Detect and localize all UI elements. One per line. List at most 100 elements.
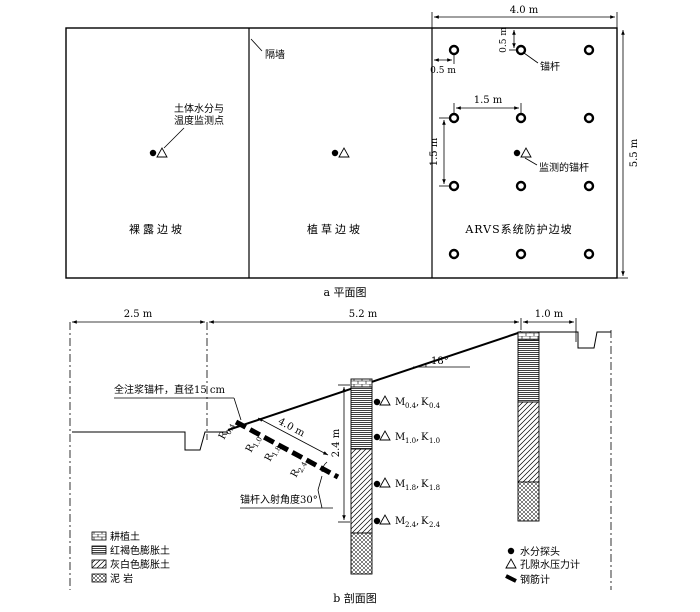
monitor-leader [163, 127, 185, 149]
probe-dot-bare [149, 149, 157, 157]
probe-dot [373, 517, 381, 525]
legend-grey-white: 灰白色膨胀土 [110, 558, 170, 571]
slope-angle-label: 18° [431, 356, 449, 367]
pressure-triangle-bare [156, 147, 168, 158]
angle-arc [425, 362, 427, 368]
layer-red-brown [350, 386, 373, 450]
plan-view: 隔墙 土体水分与 温度监测点 裸露边坡 植草边坡 ARVS系统防护边坡 [65, 5, 640, 299]
anchor [583, 248, 595, 260]
probe-dot-grass [331, 149, 339, 157]
anchor [583, 112, 595, 124]
zone-arvs-label: ARVS系统防护边坡 [464, 222, 572, 236]
legend-probe: 水分探头 [520, 545, 560, 558]
section-caption: b 剖面图 [333, 591, 377, 605]
anchor [448, 180, 460, 192]
probe-dot [373, 433, 381, 441]
dim-left-label: 2.5 m [124, 309, 153, 320]
borehole-middle [350, 378, 373, 575]
anchor-label: 锚杆 [540, 61, 560, 73]
layer-grey-white [517, 401, 540, 483]
anchor [515, 112, 527, 124]
sensor-k: K [421, 397, 429, 408]
soil-legend: 耕植土 红褐色膨胀土 灰白色膨胀土 泥 岩 [91, 530, 170, 585]
sensor-msub: 0.4 [405, 402, 417, 410]
layer-mudstone [350, 532, 373, 575]
sensor-k: K [421, 516, 429, 527]
sensor-ksub: 1.0 [429, 437, 440, 445]
anchor [515, 248, 527, 260]
legend-swatch-mudstone [91, 573, 107, 583]
zone-bare-label: 裸露边坡 [129, 222, 185, 236]
monitored-anchor-leader [524, 157, 538, 166]
anchor [583, 180, 595, 192]
dim-right-label: 1.0 m [535, 309, 564, 320]
sensor-ksub: 2.4 [429, 521, 441, 529]
sensor-msub: 1.8 [405, 484, 416, 492]
dim-edge-left-label: 0.5 m [430, 66, 456, 76]
anchor-note-leader [233, 397, 242, 421]
legend-mudstone: 泥 岩 [110, 572, 133, 585]
pressure-triangle [379, 477, 391, 488]
layer-red-brown [517, 339, 540, 403]
sensor-m: M [395, 432, 405, 443]
pressure-triangle-grass [338, 147, 350, 158]
sensor-m: M [395, 479, 405, 490]
zone-grass-label: 植草边坡 [307, 222, 363, 236]
sensor-comma: , [416, 479, 419, 490]
pressure-triangle-arvs [520, 147, 532, 158]
gauge-label-0: R 0.4 [217, 422, 237, 441]
legend-topsoil: 耕植土 [110, 530, 140, 543]
layer-mudstone [517, 481, 540, 522]
partition-leader [250, 38, 263, 52]
monitored-anchor-label: 监测的锚杆 [539, 161, 589, 174]
legend-probe-icon [507, 547, 515, 555]
anchor-leader [523, 52, 539, 64]
incidence-arc [321, 461, 328, 473]
legend-swatch-grey-white [91, 559, 107, 569]
anchor [583, 44, 595, 56]
incidence-leader-2 [317, 489, 323, 509]
anchor [448, 112, 460, 124]
dim-spacing-v-label: 1.5 m [429, 137, 440, 166]
dim-edge-top-label: 0.5 m [499, 27, 509, 53]
dim-width-label: 4.0 m [510, 5, 539, 16]
anchor [448, 248, 460, 260]
symbol-legend: 水分探头 孔隙水压力计 钢筋计 [505, 545, 580, 586]
layer-topsoil [350, 378, 373, 388]
anchor [448, 44, 460, 56]
sensor-comma: , [416, 516, 419, 527]
plan-caption: a 平面图 [323, 286, 366, 299]
sensor-ksub: 0.4 [429, 402, 441, 410]
layer-topsoil [517, 331, 540, 341]
legend-pressure: 孔隙水压力计 [520, 558, 580, 571]
incidence-leader [317, 475, 323, 491]
borehole-right [517, 331, 540, 522]
gauge-sub: 1.0 [252, 436, 264, 450]
section-view: 2.5 m 5.2 m 1.0 m 18° 全注浆锚杆，直径15 cm 4.0 … [69, 309, 612, 605]
legend-gauge-icon [505, 574, 517, 583]
anchor-length-line [257, 417, 329, 456]
probe-dot [373, 480, 381, 488]
sensor-k: K [421, 479, 429, 490]
pressure-triangle [379, 514, 391, 525]
dim-middle-label: 5.2 m [349, 309, 378, 320]
pressure-triangle [379, 430, 391, 441]
sensor-row-1: M 1.0 , K 1.0 [373, 430, 440, 445]
sensor-row-3: M 2.4 , K 2.4 [373, 514, 441, 529]
layer-grey-white [350, 448, 373, 534]
probe-dot [373, 398, 381, 406]
anchor [515, 44, 527, 56]
anchor-note: 全注浆锚杆，直径15 cm [114, 383, 226, 396]
legend-pressure-icon [505, 558, 517, 569]
dim-spacing-h-label: 1.5 m [474, 95, 503, 106]
probe-dot-arvs [513, 149, 521, 157]
sensor-msub: 2.4 [405, 521, 417, 529]
plan-outline [65, 27, 618, 279]
legend-red-brown: 红褐色膨胀土 [110, 544, 170, 557]
slope-surface [227, 331, 522, 431]
sensor-m: M [395, 516, 405, 527]
pressure-triangle [379, 395, 391, 406]
dim-height-label: 5.5 m [629, 138, 640, 167]
sensor-m: M [395, 397, 405, 408]
